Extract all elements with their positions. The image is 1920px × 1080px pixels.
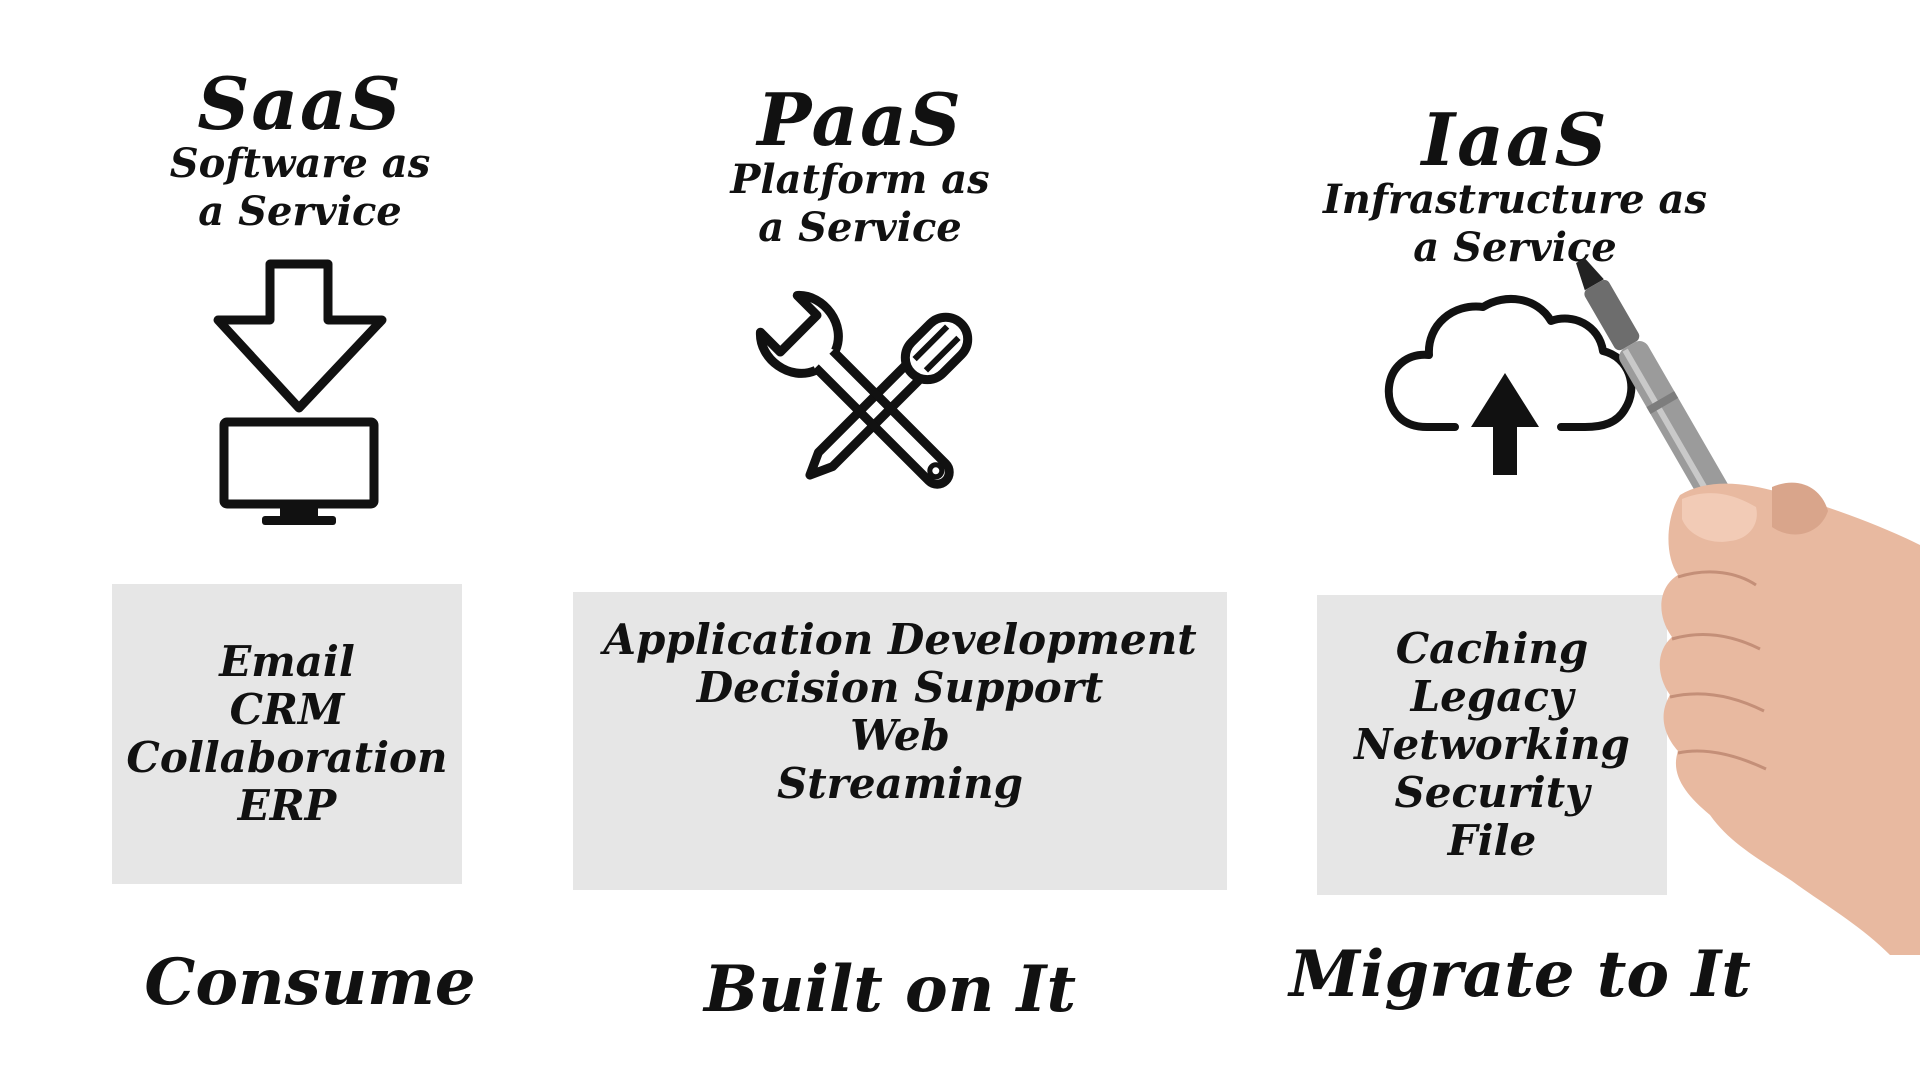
- download-to-monitor-icon: [213, 259, 387, 525]
- paas-heading: PaaS Platform as a Service: [690, 84, 1030, 252]
- saas-heading: SaaS Software as a Service: [140, 68, 460, 236]
- paas-title: PaaS: [757, 77, 963, 162]
- iaas-heading: IaaS Infrastructure as a Service: [1290, 104, 1740, 272]
- iaas-footer: Migrate to It: [1289, 937, 1751, 1012]
- saas-subtitle-line2: a Service: [198, 188, 402, 235]
- iaas-item-file: File: [1447, 816, 1537, 865]
- paas-examples-box: Application Development Decision Support…: [573, 592, 1227, 890]
- paas-footer: Built on It: [703, 952, 1077, 1027]
- hand-with-marker-image: [1576, 258, 1920, 955]
- paas-item-application-development: Application Development: [603, 615, 1197, 664]
- saas-examples-box: Email CRM Collaboration ERP: [112, 584, 462, 884]
- cloud-upload-icon: [1384, 294, 1636, 475]
- iaas-item-legacy: Legacy: [1410, 672, 1574, 721]
- saas-title: SaaS: [197, 61, 403, 146]
- iaas-subtitle-line1: Infrastructure as: [1323, 176, 1707, 223]
- saas-item-erp: ERP: [237, 781, 337, 830]
- iaas-item-security: Security: [1394, 768, 1590, 817]
- tools-icon: [755, 290, 973, 489]
- paas-item-decision-support: Decision Support: [696, 663, 1104, 712]
- paas-subtitle-line2: a Service: [758, 204, 962, 251]
- paas-item-streaming: Streaming: [776, 759, 1024, 808]
- saas-item-crm: CRM: [229, 685, 345, 734]
- iaas-item-networking: Networking: [1354, 720, 1630, 769]
- saas-item-collaboration: Collaboration: [126, 733, 448, 782]
- saas-item-email: Email: [219, 637, 355, 686]
- paas-item-web: Web: [850, 711, 950, 760]
- saas-footer: Consume: [144, 945, 476, 1020]
- iaas-item-caching: Caching: [1395, 624, 1589, 673]
- paas-subtitle-line1: Platform as: [730, 156, 990, 203]
- iaas-title: IaaS: [1421, 97, 1609, 182]
- saas-subtitle-line1: Software as: [169, 140, 431, 187]
- iaas-examples-box: Caching Legacy Networking Security File: [1317, 595, 1667, 895]
